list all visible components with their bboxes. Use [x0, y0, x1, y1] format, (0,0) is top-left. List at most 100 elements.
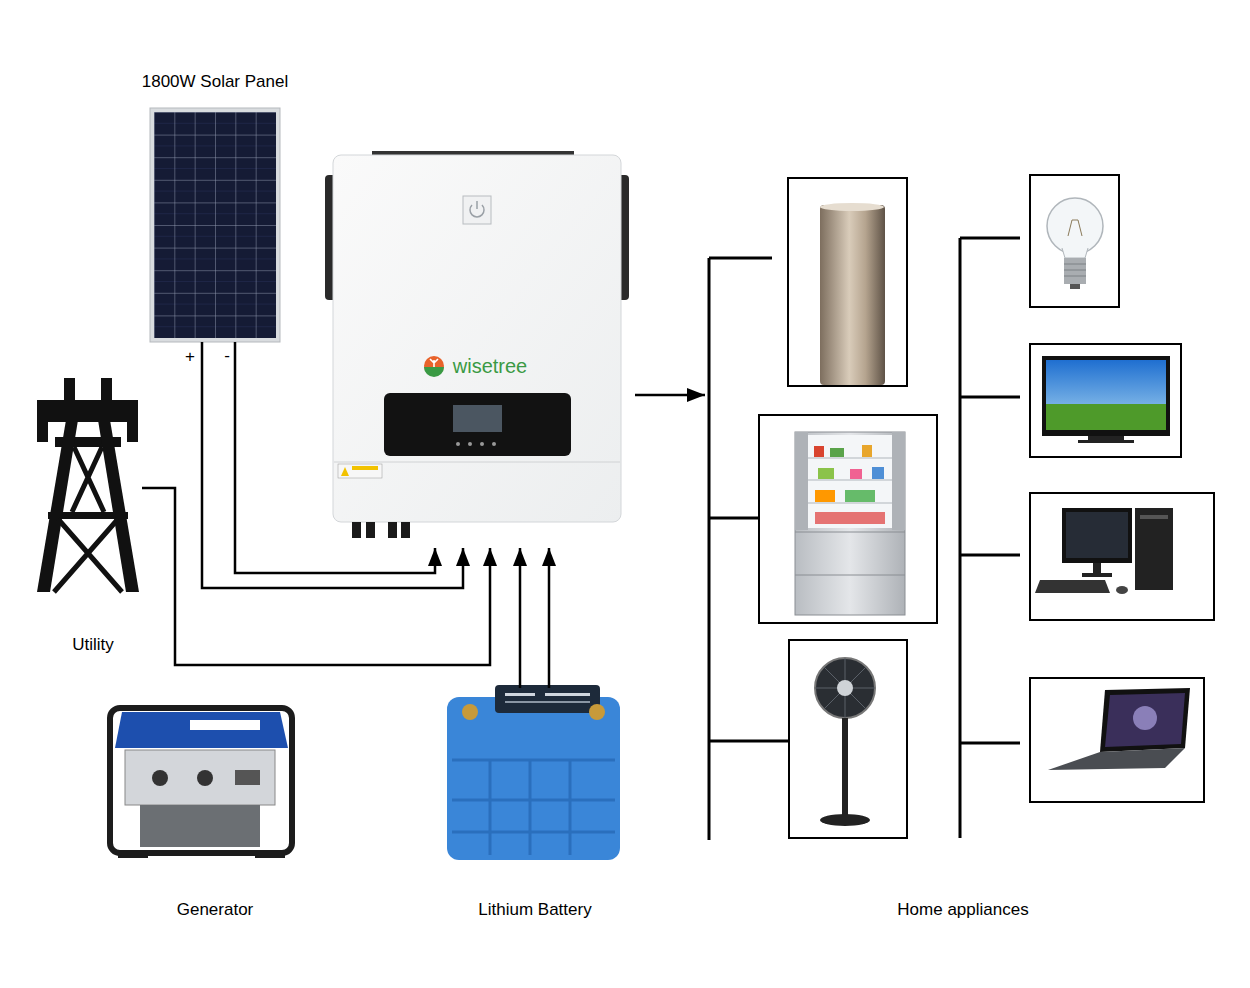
utility-tower-part: [54, 447, 122, 592]
power-wire: [142, 488, 490, 665]
desktop-computer-part: [1066, 512, 1128, 558]
electric-fan-part: [837, 680, 853, 696]
electric-fan-part: [842, 718, 848, 816]
air-conditioner: [820, 203, 885, 385]
node-caption: 1800W Solar Panel: [142, 72, 288, 92]
desktop-computer-part: [1062, 508, 1132, 563]
node-caption: Utility: [72, 635, 114, 655]
refrigerator-part: [850, 469, 862, 479]
inverter-part: [476, 201, 478, 209]
appliance-frames-part: [759, 415, 937, 623]
refrigerator-part: [795, 532, 905, 533]
lithium-battery-part: [505, 693, 535, 696]
appliance-frames-part: [1030, 344, 1181, 457]
utility-tower-part: [64, 378, 75, 402]
laptop: [1048, 688, 1190, 770]
desktop-computer-part: [1135, 508, 1173, 590]
power-wire: [548, 548, 551, 688]
terminal-sign: +: [185, 347, 195, 367]
generator-part: [115, 712, 288, 748]
laptop-part: [1105, 693, 1185, 747]
inverter-part: [430, 359, 438, 367]
inverter-part: [424, 356, 444, 376]
laptop-part: [1133, 706, 1157, 730]
inverter-part: [384, 393, 571, 456]
solar-panel-node: 1800W Solar Panel: [130, 68, 300, 342]
laptop-part: [1048, 748, 1185, 770]
inverter-part: [341, 467, 349, 476]
refrigerator-part: [808, 458, 892, 503]
inverter-part: [401, 522, 410, 538]
refrigerator-part: [795, 432, 905, 615]
inverter-part: [334, 462, 620, 463]
node-caption: Home appliances: [897, 900, 1028, 920]
generator-part: [110, 708, 292, 853]
appliance-frames-part: [788, 178, 907, 386]
television-part: [1046, 360, 1166, 430]
generator-part: [197, 770, 213, 786]
refrigerator-part: [892, 432, 905, 530]
desktop-computer-part: [1035, 580, 1110, 593]
power-wire: [519, 548, 522, 688]
inverter-part: [424, 367, 444, 377]
appliance-bus-part: [960, 238, 1020, 838]
terminal-sign: -: [224, 346, 230, 366]
electric-fan-part: [820, 814, 870, 826]
appliance-frames-part: [1030, 493, 1214, 620]
television-part: [1046, 404, 1166, 430]
electric-fan-part: [815, 658, 875, 718]
generator-part: [255, 850, 285, 858]
air-conditioner-part: [820, 205, 885, 385]
utility-tower-part: [98, 420, 139, 592]
lithium-battery: [447, 685, 620, 860]
light-bulb-part: [1062, 248, 1088, 258]
appliance-frames-part: [1030, 678, 1204, 802]
inverter-part: [463, 196, 491, 224]
utility-tower-part: [37, 420, 78, 592]
utility-node: Utility: [30, 375, 142, 660]
lithium-battery-part: [495, 685, 600, 713]
utility-tower: [37, 378, 139, 592]
refrigerator-part: [815, 490, 835, 502]
appliance-frames-part: [789, 640, 907, 838]
refrigerator-part: [795, 432, 808, 530]
generator-part: [125, 750, 275, 805]
light-bulb-part: [1064, 264, 1086, 276]
battery-node: Lithium Battery: [440, 688, 630, 925]
lithium-battery-part: [505, 701, 590, 703]
laptop-part: [1100, 688, 1190, 752]
inverter-part: [456, 442, 460, 446]
lithium-battery-part: [589, 704, 605, 720]
solar-panel-part: [154, 112, 276, 338]
refrigerator-part: [795, 575, 905, 576]
lithium-battery-part: [447, 697, 620, 860]
refrigerator-part: [872, 467, 884, 479]
refrigerator-part: [845, 490, 875, 502]
solar-panel-part: [150, 108, 280, 342]
brand-logo-text: wisetree: [453, 354, 527, 378]
generator-part: [118, 850, 148, 858]
inverter-part: [366, 522, 375, 538]
generator: [110, 708, 292, 858]
generator-part: [235, 770, 260, 785]
inverter-part: [492, 442, 496, 446]
inverter: [325, 151, 629, 538]
power-wire: [235, 342, 435, 573]
desktop-computer-part: [1116, 586, 1128, 594]
power-wire: [202, 342, 463, 588]
utility-tower-part: [37, 400, 48, 442]
television: [1042, 356, 1170, 443]
refrigerator-part: [815, 512, 885, 524]
air-conditioner-part: [820, 203, 884, 211]
light-bulb-part: [1047, 198, 1103, 254]
refrigerator: [795, 432, 905, 615]
electric-fan: [815, 658, 875, 826]
inverter-node: wisetree: [325, 150, 635, 548]
inverter-part: [338, 464, 382, 478]
refrigerator-part: [830, 448, 844, 457]
appliance-frames-part: [1030, 175, 1119, 307]
